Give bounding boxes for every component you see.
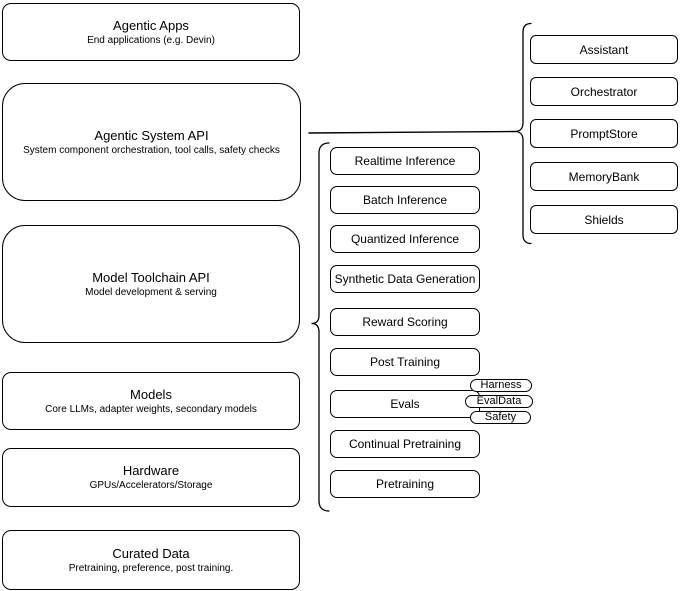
node-synthetic-data-generation: Synthetic Data Generation (330, 265, 480, 293)
node-hardware: Hardware GPUs/Accelerators/Storage (2, 448, 300, 507)
node-post-training: Post Training (330, 348, 480, 376)
node-subtitle: End applications (e.g. Devin) (87, 34, 215, 46)
components-brace (514, 22, 532, 245)
node-continual-pretraining: Continual Pretraining (330, 430, 480, 458)
node-assistant: Assistant (530, 35, 678, 64)
node-memorybank: MemoryBank (530, 162, 678, 191)
node-promptstore: PromptStore (530, 119, 678, 148)
node-batch-inference: Batch Inference (330, 186, 480, 214)
node-models: Models Core LLMs, adapter weights, secon… (2, 372, 300, 430)
systemapi-components-connector (308, 130, 516, 134)
node-quantized-inference: Quantized Inference (330, 225, 480, 253)
node-subtitle: GPUs/Accelerators/Storage (89, 480, 213, 491)
node-subtitle: Core LLMs, adapter weights, secondary mo… (45, 403, 257, 415)
pill-safety: Safety (470, 411, 531, 424)
node-subtitle: Model development & serving (85, 286, 217, 298)
node-title: Models (130, 386, 172, 402)
node-curated-data: Curated Data Pretraining, preference, po… (2, 530, 300, 590)
node-subtitle: Pretraining, preference, post training. (68, 562, 234, 574)
node-title: Agentic System API (94, 127, 209, 143)
toolchain-brace (311, 142, 330, 512)
pill-harness: Harness (470, 379, 532, 392)
node-shields: Shields (530, 205, 678, 234)
node-agentic-system-api: Agentic System API System component orch… (2, 83, 301, 201)
node-evals: Evals (330, 390, 480, 418)
node-agentic-apps: Agentic Apps End applications (e.g. Devi… (2, 3, 300, 61)
node-model-toolchain-api: Model Toolchain API Model development & … (2, 225, 300, 343)
node-reward-scoring: Reward Scoring (330, 308, 480, 336)
node-realtime-inference: Realtime Inference (330, 147, 480, 175)
node-title: Model Toolchain API (92, 269, 210, 285)
node-orchestrator: Orchestrator (530, 77, 678, 106)
node-pretraining: Pretraining (330, 470, 480, 498)
node-title: Agentic Apps (113, 17, 189, 33)
node-title: Curated Data (112, 545, 190, 561)
node-title: Hardware (122, 463, 180, 478)
node-subtitle: System component orchestration, tool cal… (23, 144, 280, 156)
pill-evaldata: EvalData (465, 395, 533, 408)
